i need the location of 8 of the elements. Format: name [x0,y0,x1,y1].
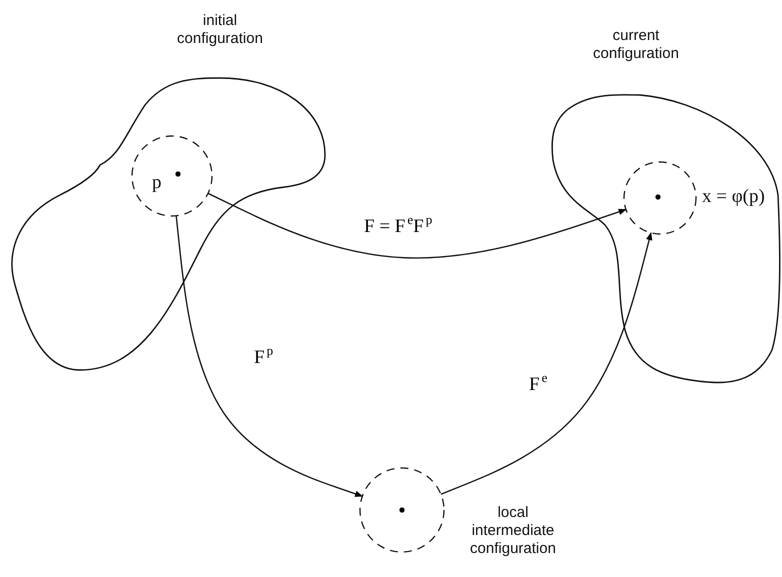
configuration-label: initial configuration [176,12,264,48]
mapping-arrow [208,192,627,259]
configuration-label: current configuration [592,27,680,63]
mapping-arrow [176,216,364,497]
point-label: p [152,172,162,194]
configuration-label: local intermediate configuration [469,504,557,558]
point-label: x = φ(p) [702,186,765,208]
mapping-arrow [440,232,652,495]
